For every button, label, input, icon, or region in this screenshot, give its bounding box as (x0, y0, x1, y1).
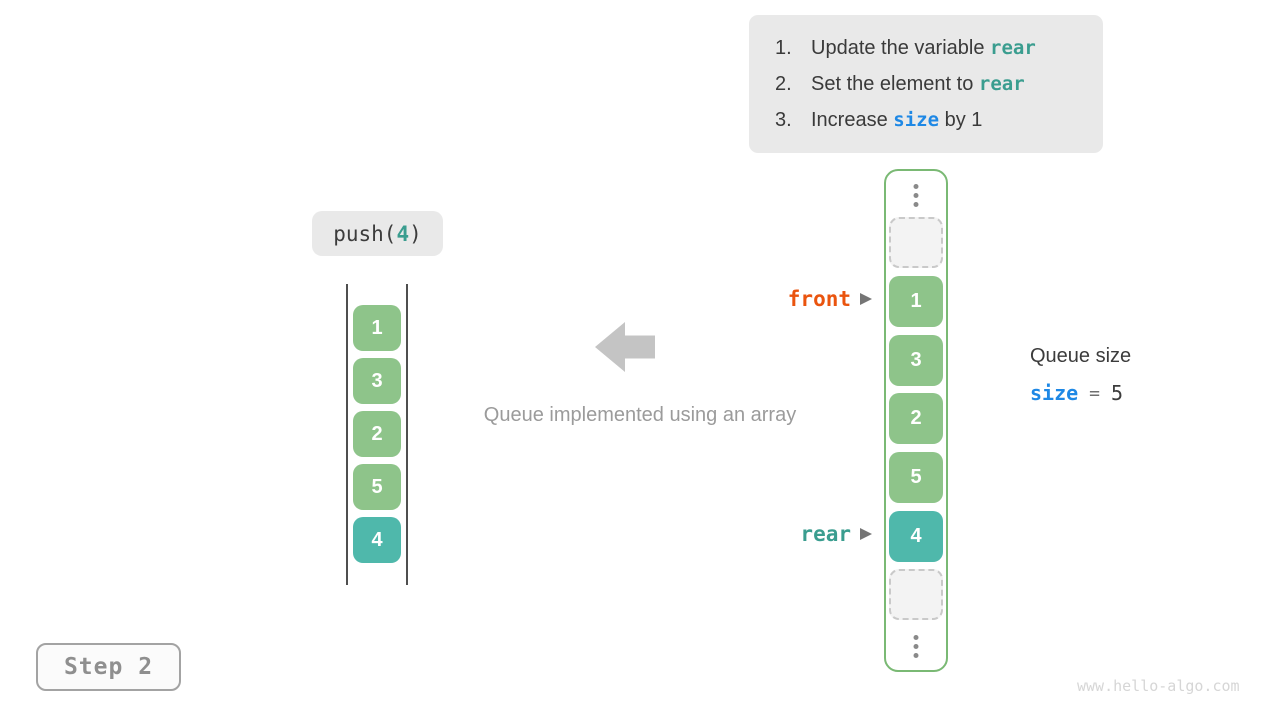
array-slot-empty (889, 217, 943, 268)
equals-sign: = (1089, 382, 1101, 404)
code-token-rear: rear (978, 73, 1025, 95)
queue-item: 2 (353, 411, 401, 457)
list-number: 2. (775, 73, 792, 95)
left-block-arrow-icon (595, 322, 655, 372)
front-pointer-label: front (787, 287, 851, 311)
list-number: 3. (775, 109, 792, 131)
array-slot: 1 (889, 276, 943, 327)
instruction-step-2: 2. Set the element to rear (775, 66, 1103, 102)
push-close-paren: ) (409, 221, 422, 246)
instruction-step-3: 3. Increase size by 1 (775, 102, 1103, 138)
watermark: www.hello-algo.com (1077, 677, 1240, 695)
array-slot: 5 (889, 452, 943, 503)
queue-list-view: 1 3 2 5 4 (346, 284, 408, 585)
queue-size-title: Queue size (1030, 345, 1132, 367)
instruction-text: Update the variable rear (811, 37, 1036, 59)
front-pointer: front (788, 286, 872, 312)
queue-item: 1 (353, 305, 401, 351)
instruction-text: Increase size by 1 (811, 109, 983, 131)
ellipsis-top-icon (913, 184, 919, 207)
queue-item-new: 4 (353, 517, 401, 563)
code-token-rear: rear (990, 37, 1036, 59)
array-slot-empty (889, 569, 943, 620)
code-token-size: size (893, 109, 940, 131)
queue-size-expression: size = 5 (1030, 381, 1123, 405)
list-number: 1. (775, 37, 792, 59)
array-slot: 2 (889, 393, 943, 444)
ellipsis-bottom-icon (913, 635, 919, 658)
array-slot: 3 (889, 335, 943, 386)
size-variable: size (1030, 381, 1079, 405)
size-value: 5 (1111, 381, 1124, 405)
pointer-arrow-icon (860, 528, 872, 540)
push-func-text: push( (333, 221, 397, 246)
instructions-panel: 1. Update the variable rear 2. Set the e… (749, 15, 1103, 153)
queue-item: 3 (353, 358, 401, 404)
step-badge: Step 2 (36, 643, 181, 691)
rear-pointer-label: rear (800, 522, 851, 546)
rear-pointer: rear (800, 521, 872, 547)
pointer-arrow-icon (860, 293, 872, 305)
push-operation-label: push(4) (312, 211, 443, 256)
diagram-caption: Queue implemented using an array (483, 404, 797, 426)
array-slot-new: 4 (889, 511, 943, 562)
instruction-step-1: 1. Update the variable rear (775, 30, 1103, 66)
array-container: 1 3 2 5 4 (884, 169, 948, 672)
push-arg-value: 4 (396, 221, 410, 246)
instruction-text: Set the element to rear (811, 73, 1025, 95)
queue-item: 5 (353, 464, 401, 510)
